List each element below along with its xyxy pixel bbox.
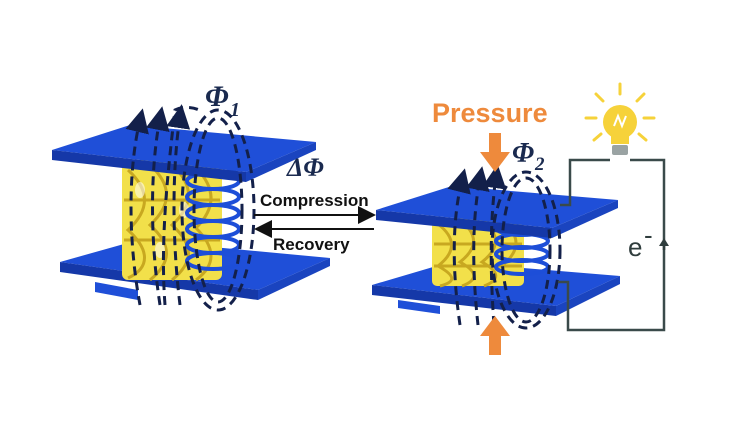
transition-arrows: ΔΦ Compression Recovery xyxy=(254,153,376,254)
right-top-plate xyxy=(376,186,618,238)
electron-label: e xyxy=(628,232,642,262)
left-top-plate xyxy=(52,125,316,182)
left-flux-lines xyxy=(125,104,256,312)
pressure-arrow-top xyxy=(480,133,510,172)
right-flux-lines xyxy=(447,164,562,330)
external-circuit xyxy=(558,158,669,332)
light-bulb-icon xyxy=(584,82,656,155)
compression-label: Compression xyxy=(260,191,369,210)
pressure-arrow-bottom xyxy=(480,316,510,355)
phi2-subscript: 2 xyxy=(534,154,545,175)
delta-phi-label: ΔΦ xyxy=(286,153,324,182)
phi2-symbol: Φ xyxy=(512,138,534,169)
recovery-label: Recovery xyxy=(273,235,350,254)
phi1-symbol: Φ xyxy=(205,80,229,113)
pressure-label: Pressure xyxy=(432,98,548,128)
electron-superscript: - xyxy=(644,220,653,250)
right-device: Pressure Φ 2 xyxy=(372,98,620,355)
left-device: Φ 1 xyxy=(52,80,330,312)
phi1-subscript: 1 xyxy=(230,99,240,121)
